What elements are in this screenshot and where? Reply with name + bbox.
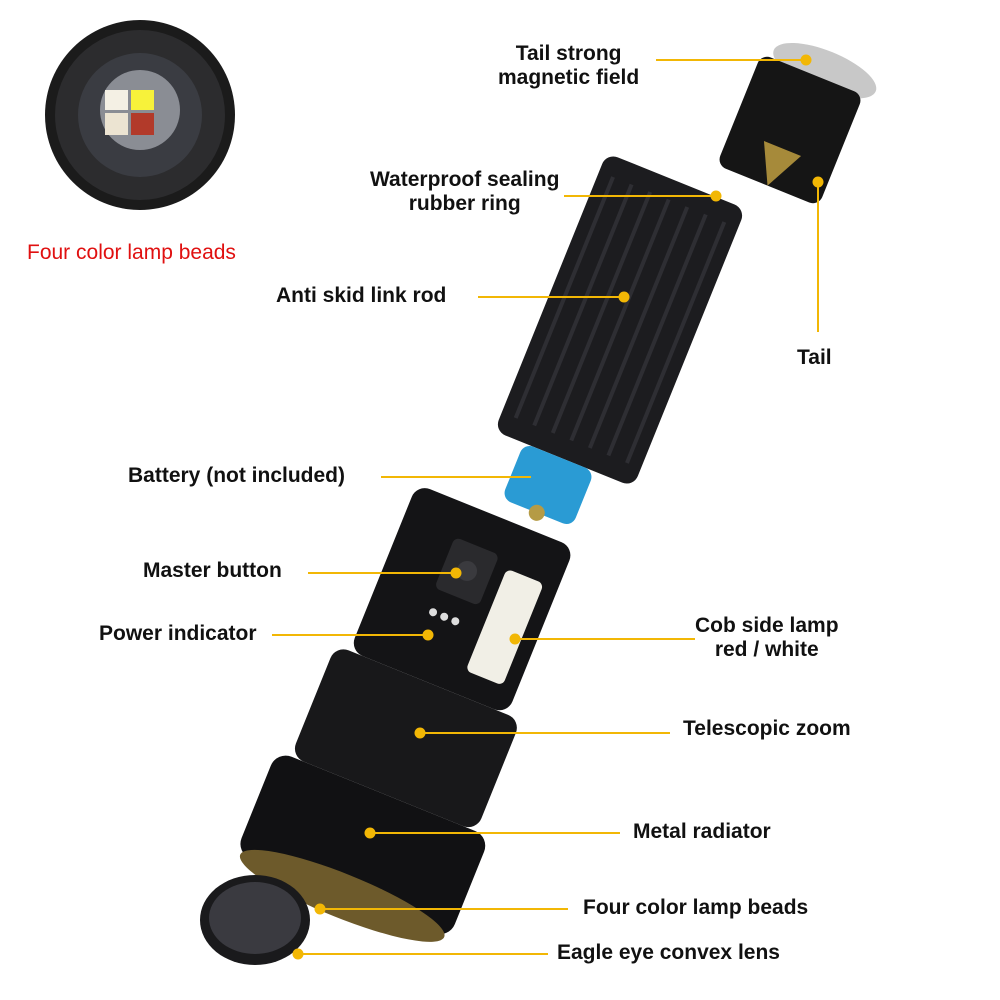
callout-dot (509, 633, 521, 645)
label-tail-magnetic-field: Tail strong magnetic field (498, 42, 639, 90)
callout-line (370, 832, 620, 834)
label-master-button: Master button (143, 559, 282, 582)
callout-dot (422, 629, 434, 641)
battery (504, 445, 592, 525)
callout-dot (618, 291, 630, 303)
label-power-indicator: Power indicator (99, 622, 257, 645)
label-battery: Battery (not included) (128, 464, 346, 487)
label-eagle-eye-lens: Eagle eye convex lens (557, 941, 780, 964)
callout-dot (314, 903, 326, 915)
callout-line (272, 634, 428, 636)
callout-line (564, 195, 716, 197)
callout-dot (450, 567, 462, 579)
callout-line (308, 572, 456, 574)
callout-dot (292, 948, 304, 960)
label-metal-radiator: Metal radiator (633, 820, 771, 843)
label-waterproof-ring: Waterproof sealing rubber ring (370, 168, 559, 216)
callout-dot (414, 727, 426, 739)
label-telescopic-zoom: Telescopic zoom (683, 717, 851, 740)
callout-line (656, 59, 806, 61)
label-line: red / white (714, 638, 819, 661)
callout-line (381, 476, 531, 478)
callout-line (817, 182, 819, 332)
callout-line (420, 732, 670, 734)
label-four-color-beads: Four color lamp beads (583, 896, 809, 919)
label-line: Cob side lamp (695, 614, 839, 637)
callout-line (298, 953, 548, 955)
label-line: rubber ring (408, 192, 521, 215)
tail-cap (719, 42, 877, 204)
callout-line (320, 908, 568, 910)
label-cob-side-lamp: Cob side lamp red / white (695, 614, 839, 662)
label-anti-skid-rod: Anti skid link rod (276, 284, 447, 307)
label-tail: Tail (797, 346, 832, 369)
label-line: magnetic field (498, 66, 640, 89)
battery-tube (497, 156, 743, 484)
flashlight-head (239, 488, 571, 942)
callout-line (478, 296, 624, 298)
inset-lens-image (45, 20, 235, 210)
callout-dot (710, 190, 722, 202)
label-line: Tail strong (515, 42, 622, 65)
callout-dot (800, 54, 812, 66)
callout-line (515, 638, 695, 640)
inset-caption: Four color lamp beads (27, 241, 236, 264)
callout-dot (364, 827, 376, 839)
label-line: Waterproof sealing (370, 168, 560, 191)
